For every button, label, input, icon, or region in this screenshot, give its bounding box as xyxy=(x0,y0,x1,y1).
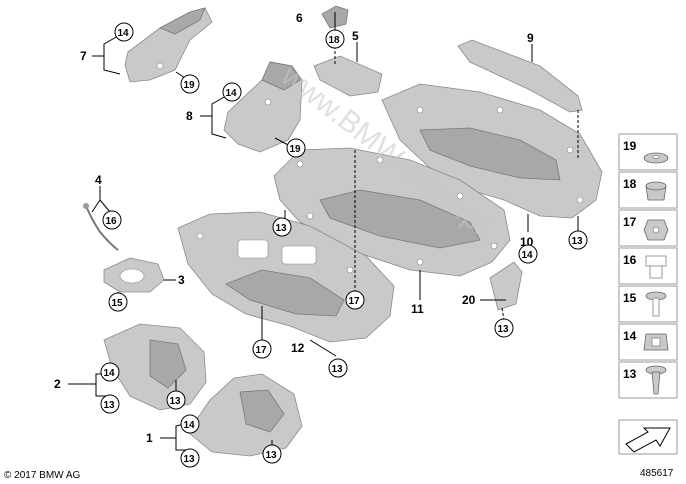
svg-text:16: 16 xyxy=(106,216,118,227)
legend-arrow-cell xyxy=(618,419,678,455)
part-8-shape xyxy=(223,61,303,153)
svg-text:14: 14 xyxy=(104,368,116,379)
callout-3: 3 xyxy=(178,273,185,287)
callout-4: 4 xyxy=(95,173,102,187)
part-3-shape xyxy=(103,257,165,293)
svg-text:14: 14 xyxy=(118,28,130,39)
callout-11: 11 xyxy=(411,302,424,316)
svg-text:15: 15 xyxy=(112,298,124,309)
arrow-icon xyxy=(625,427,671,453)
bubble-13: 13 xyxy=(262,444,282,464)
legend-item-19: 19 xyxy=(618,133,678,171)
callout-9: 9 xyxy=(527,31,534,45)
svg-text:14: 14 xyxy=(623,329,637,343)
copyright: © 2017 BMW AG xyxy=(4,470,81,481)
legend-item-17: 17 xyxy=(618,209,678,247)
bubble-17: 17 xyxy=(252,339,272,359)
svg-text:17: 17 xyxy=(256,345,268,356)
svg-text:13: 13 xyxy=(498,324,510,335)
bubbles: 14 19 14 19 18 13 13 17 16 15 17 13 14 1… xyxy=(100,22,588,468)
svg-text:13: 13 xyxy=(266,450,278,461)
legend-item-14: 14 xyxy=(618,323,678,361)
svg-text:17: 17 xyxy=(623,215,637,229)
legend-item-16: 16 xyxy=(618,247,678,285)
callout-2: 2 xyxy=(54,377,61,391)
svg-text:19: 19 xyxy=(290,144,302,155)
bubble-14: 14 xyxy=(114,22,134,42)
part-11-shape xyxy=(273,147,511,277)
callout-6: 6 xyxy=(296,11,303,25)
fastener-legend: 19 18 17 16 15 xyxy=(618,133,678,455)
bubble-14: 14 xyxy=(180,414,200,434)
bubble-14: 14 xyxy=(100,362,120,382)
part-5-shape xyxy=(313,55,383,97)
part-10-shape xyxy=(381,83,603,219)
bubble-16: 16 xyxy=(102,210,122,230)
legend-item-15: 15 xyxy=(618,285,678,323)
callout-12: 12 xyxy=(291,341,305,355)
svg-text:17: 17 xyxy=(349,296,361,307)
part-1-shape xyxy=(187,373,303,457)
bubble-14: 14 xyxy=(518,244,538,264)
svg-text:13: 13 xyxy=(623,367,637,381)
svg-text:19: 19 xyxy=(623,139,637,153)
leader-lines xyxy=(68,12,579,451)
bubble-13: 13 xyxy=(328,358,348,378)
bubble-15: 15 xyxy=(108,292,128,312)
bubble-19: 19 xyxy=(286,138,306,158)
legend-item-18: 18 xyxy=(618,171,678,209)
svg-text:13: 13 xyxy=(572,236,584,247)
bubble-13: 13 xyxy=(100,394,120,414)
diagram-number: 485617 xyxy=(640,468,674,479)
callout-20: 20 xyxy=(462,293,476,307)
svg-text:15: 15 xyxy=(623,291,637,305)
svg-text:14: 14 xyxy=(522,250,534,261)
bubble-18: 18 xyxy=(325,29,345,49)
bubble-13: 13 xyxy=(494,318,514,338)
bubble-19: 19 xyxy=(180,74,200,94)
callout-1: 1 xyxy=(146,431,153,445)
legend-item-13: 13 xyxy=(618,361,678,399)
svg-text:13: 13 xyxy=(276,223,288,234)
bubble-13: 13 xyxy=(568,230,588,250)
bubble-13: 13 xyxy=(180,448,200,468)
svg-text:19: 19 xyxy=(184,80,196,91)
bubble-13: 13 xyxy=(272,217,292,237)
part-9-shape xyxy=(457,39,583,113)
svg-text:13: 13 xyxy=(332,364,344,375)
callout-labels: 7 8 6 5 9 10 11 12 20 4 3 2 1 xyxy=(54,11,534,445)
part-7-shape xyxy=(124,7,213,83)
svg-text:14: 14 xyxy=(184,420,196,431)
svg-text:13: 13 xyxy=(184,454,196,465)
part-20-shape xyxy=(489,261,523,311)
svg-text:13: 13 xyxy=(104,400,116,411)
svg-text:14: 14 xyxy=(226,88,238,99)
callout-8: 8 xyxy=(186,109,193,123)
bubble-17: 17 xyxy=(345,290,365,310)
part-12-shape xyxy=(177,211,395,343)
part-2-shape xyxy=(103,323,207,411)
svg-text:13: 13 xyxy=(170,396,182,407)
bubble-14: 14 xyxy=(222,82,242,102)
svg-text:18: 18 xyxy=(329,35,341,46)
callout-5: 5 xyxy=(352,29,359,43)
svg-text:18: 18 xyxy=(623,177,637,191)
callout-7: 7 xyxy=(80,49,87,63)
bubble-13: 13 xyxy=(166,390,186,410)
part-4-shape xyxy=(83,203,119,251)
svg-text:16: 16 xyxy=(623,253,637,267)
